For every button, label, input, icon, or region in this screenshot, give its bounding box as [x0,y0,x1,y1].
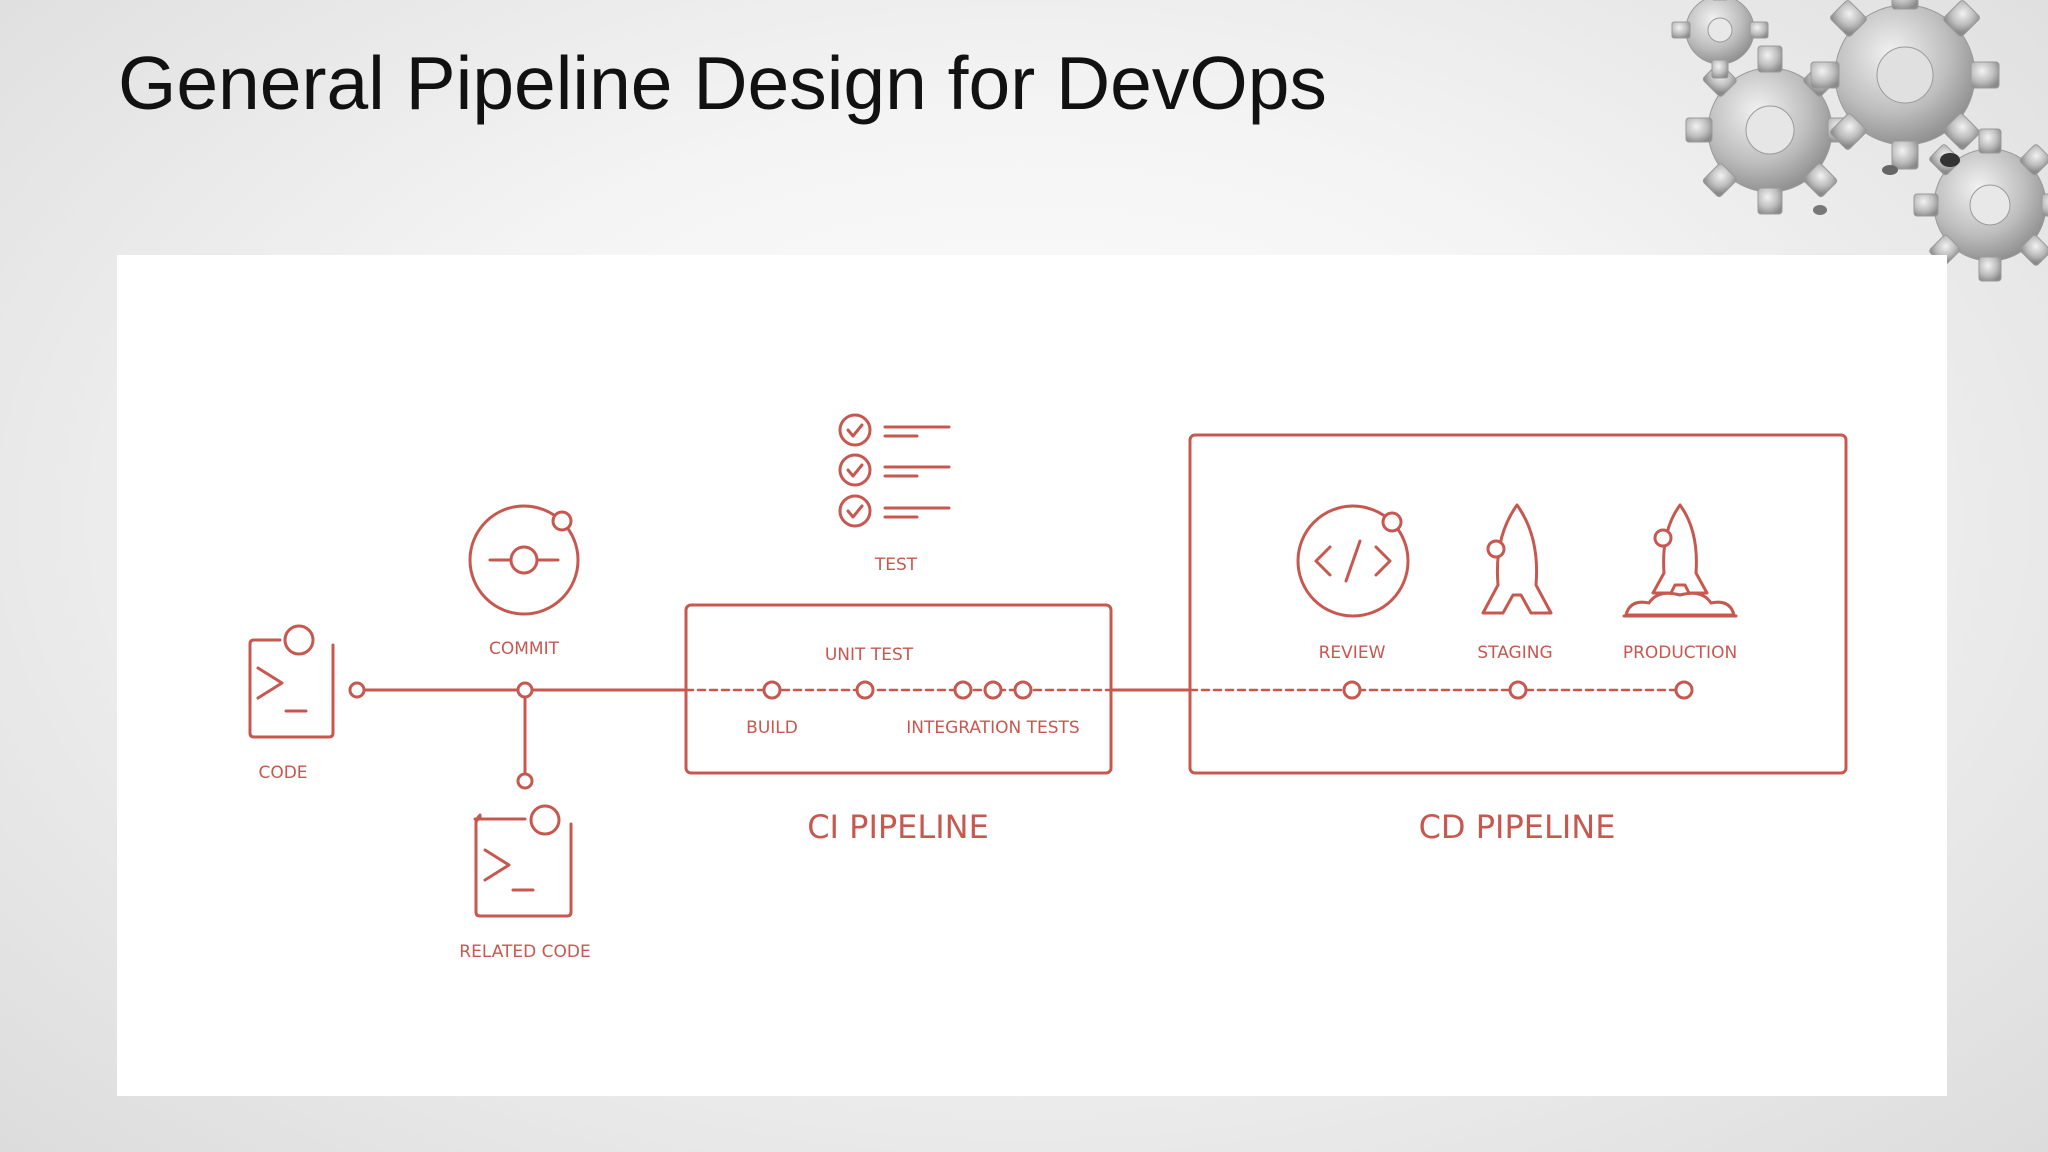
unit-test-node [857,682,873,698]
code-label: CODE [258,763,307,783]
commit-icon [470,506,578,614]
code-node [350,683,364,697]
review-label: REVIEW [1319,643,1386,663]
build-label: BUILD [746,718,798,738]
commit-node [518,683,532,697]
related-code-label: RELATED CODE [459,942,590,962]
terminal-icon [475,806,571,916]
production-node [1676,682,1692,698]
staging-label: STAGING [1477,643,1552,663]
slide-title: General Pipeline Design for DevOps [118,36,1327,130]
build-node [764,682,780,698]
integration-test-node-3 [1015,682,1031,698]
rocket-icon [1483,505,1551,613]
cd-pipeline-box [1190,435,1846,773]
staging-node [1510,682,1526,698]
pipeline-diagram: CODE COMMIT RELATED CODE TEST UNIT TEST … [117,255,1947,1096]
cd-pipeline-label: CD PIPELINE [1419,808,1616,846]
commit-label: COMMIT [489,639,560,659]
unit-test-label: UNIT TEST [825,645,914,665]
checklist-icon [840,415,949,526]
diagram-panel: CODE COMMIT RELATED CODE TEST UNIT TEST … [117,255,1947,1096]
review-node [1344,682,1360,698]
integration-test-node-2 [985,682,1001,698]
integration-tests-label: INTEGRATION TESTS [906,718,1079,738]
code-review-icon [1298,506,1408,616]
ci-pipeline-label: CI PIPELINE [807,808,989,846]
test-label: TEST [874,555,918,575]
production-label: PRODUCTION [1623,643,1737,663]
terminal-icon [250,626,333,737]
integration-test-node-1 [955,682,971,698]
related-code-node [518,774,532,788]
rocket-launch-icon [1624,505,1736,616]
